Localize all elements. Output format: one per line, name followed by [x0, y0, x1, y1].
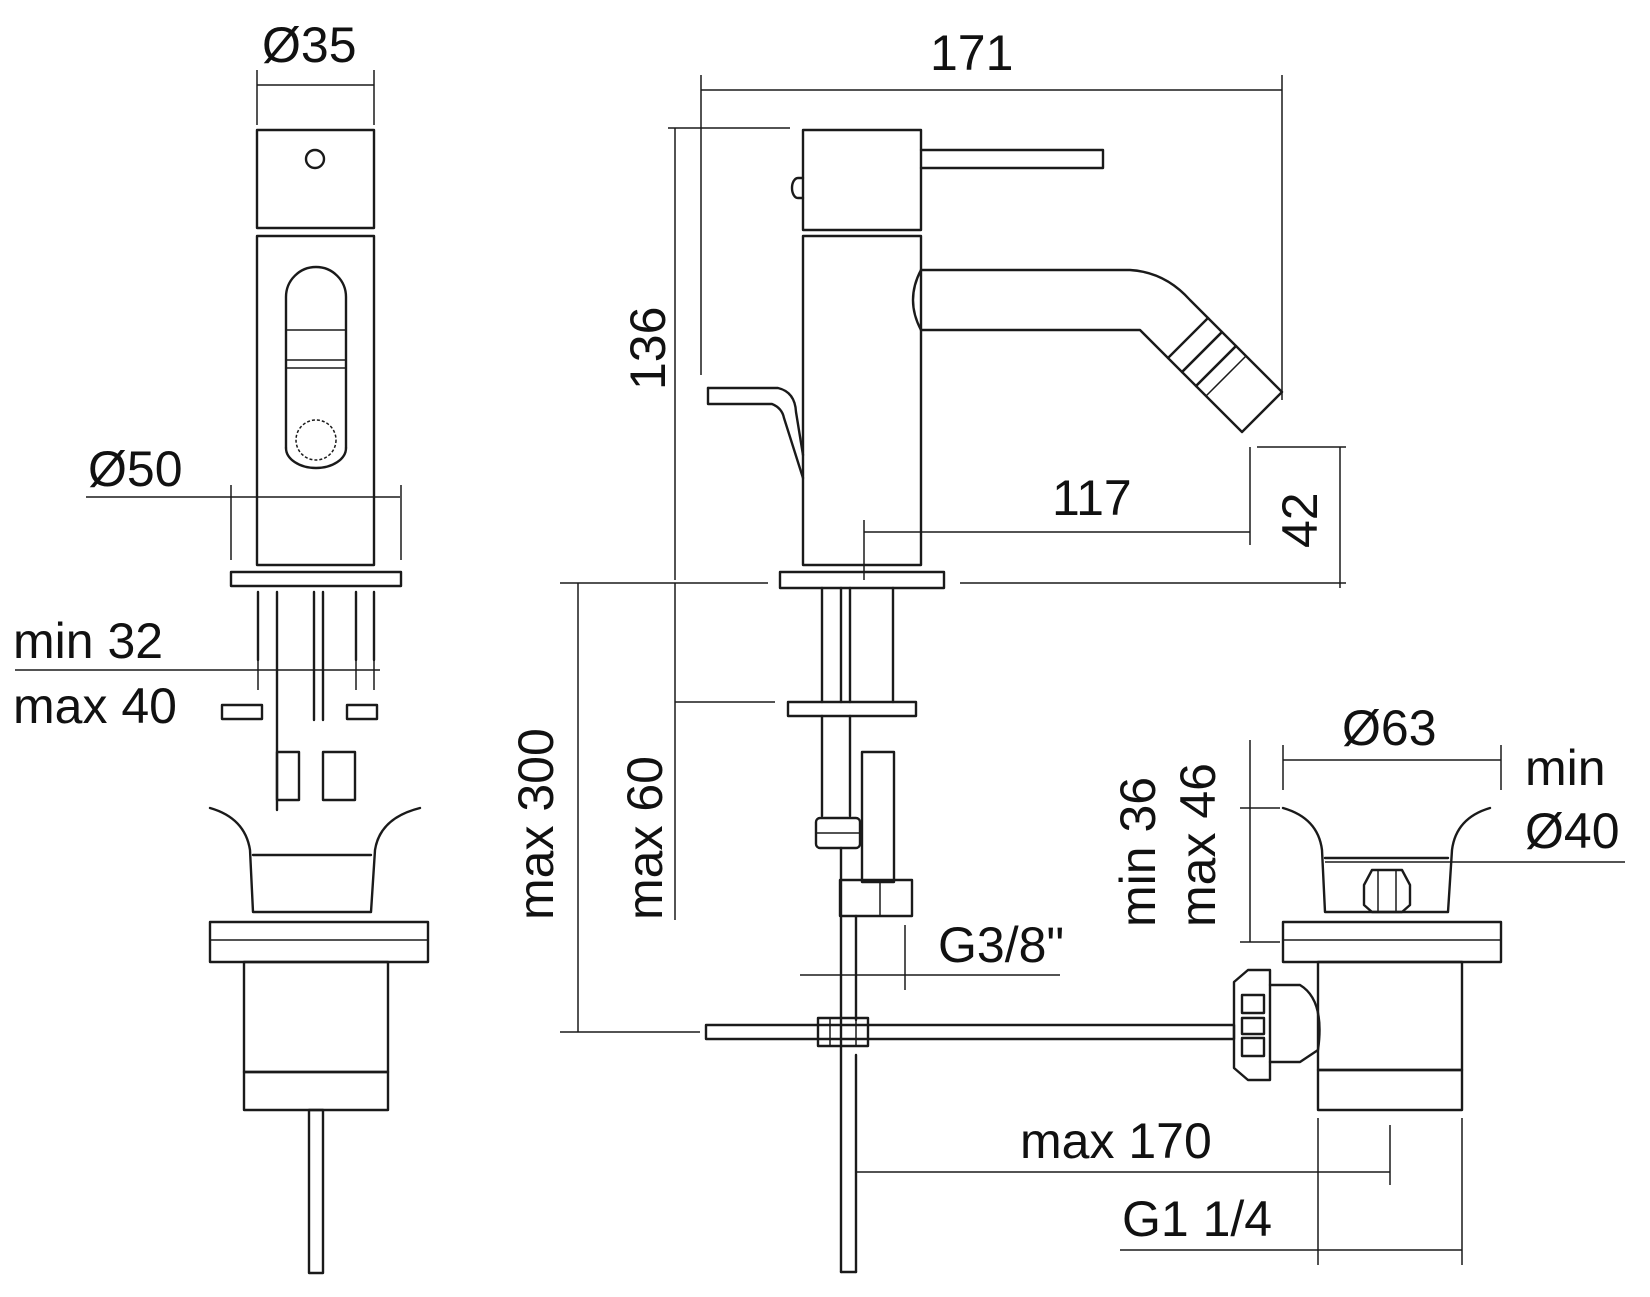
dim-d50: Ø50: [88, 441, 183, 497]
dim-42: 42: [1272, 492, 1328, 548]
dimension-labels: Ø35 Ø50 min 32 max 40 171 136 117 42 max…: [13, 17, 1620, 1247]
dim-min32: min 32: [13, 613, 163, 669]
side-view: [704, 128, 1284, 1274]
dim-d35: Ø35: [262, 17, 357, 73]
dim-g114: G1 1/4: [1122, 1191, 1272, 1247]
dim-min36: min 36: [1110, 777, 1166, 927]
dim-d40: Ø40: [1525, 803, 1620, 859]
dim-min: min: [1525, 740, 1606, 796]
dim-max170: max 170: [1020, 1113, 1212, 1169]
dim-136: 136: [620, 307, 676, 390]
dim-117: 117: [1052, 470, 1132, 526]
dim-max46: max 46: [1170, 763, 1226, 927]
dimension-lines: [15, 70, 1625, 1265]
waste-detail: [1232, 806, 1503, 1112]
front-view: [208, 128, 430, 1275]
dim-max60: max 60: [617, 756, 673, 920]
dim-d63: Ø63: [1342, 700, 1437, 756]
dim-max40: max 40: [13, 678, 177, 734]
dim-171: 171: [930, 25, 1013, 81]
dim-g38: G3/8": [938, 917, 1064, 973]
dim-max300: max 300: [508, 728, 564, 920]
